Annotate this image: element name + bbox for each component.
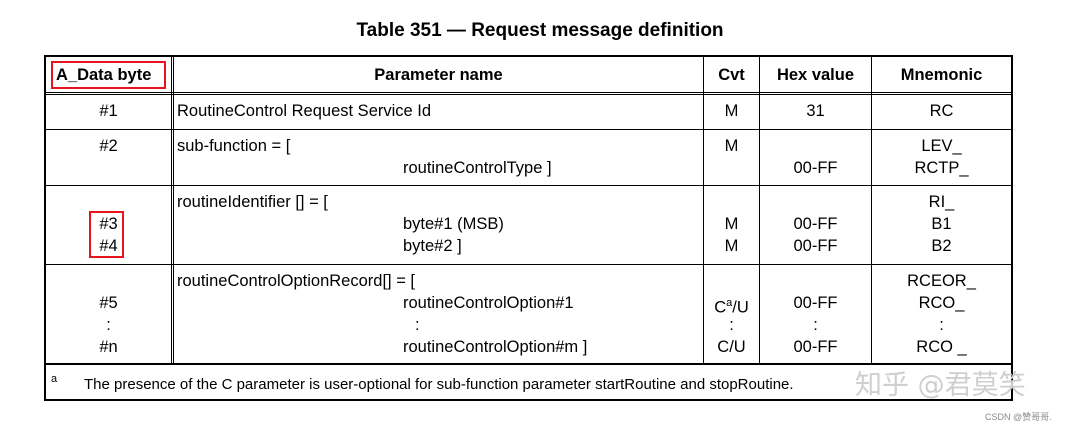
header-mnemonic: Mnemonic [900, 66, 983, 84]
row-divider-2 [46, 185, 1011, 186]
row4-cvt-dots: : [729, 316, 734, 334]
row2-cvt: M [724, 137, 739, 155]
row4-cvt5-suffix: /U [732, 298, 749, 317]
row4-byte-dots: : [106, 316, 111, 334]
row4-hex5: 00-FF [793, 294, 838, 312]
col-divider-1 [171, 57, 172, 363]
footnote-divider [46, 363, 1011, 365]
table-title: Table 351 — Request message definition [356, 20, 724, 41]
row4-mnemonic-line3: RCO _ [916, 338, 967, 356]
row2-byte: #2 [99, 137, 118, 155]
header-parameter-name: Parameter name [374, 66, 503, 84]
row4-cvt5-base: C [714, 298, 727, 317]
row4-cvt5: Ca/U [704, 293, 759, 318]
col-divider-3 [759, 57, 760, 363]
row4-byte5: #5 [99, 294, 118, 312]
highlight-box-byte3-4 [89, 211, 124, 258]
footnote-text: The presence of the C parameter is user-… [84, 376, 794, 393]
row4-mnemonic-line2: RCO_ [918, 294, 965, 312]
message-definition-table: A_Data byte Parameter name Cvt Hex value… [44, 55, 1013, 401]
row2-param-line2: routineControlType ] [403, 159, 552, 177]
row3-mnemonic-line2: B1 [931, 215, 952, 233]
row3-hex3: 00-FF [793, 215, 838, 233]
row2-mnemonic-line1: LEV_ [921, 137, 962, 155]
row3-param-line3: byte#2 ] [403, 237, 462, 255]
row4-mnemonic-dots: : [939, 316, 944, 334]
row3-cvt3: M [724, 215, 739, 233]
highlight-box-data-byte [51, 61, 166, 89]
row4-param-dots: : [415, 316, 420, 334]
watermark-zhihu: 知乎 @君莫笑 [855, 370, 1026, 401]
header-hex-value: Hex value [776, 66, 855, 84]
header-divider [46, 92, 1011, 93]
col-divider-1-double [173, 57, 174, 363]
row1-byte: #1 [99, 102, 118, 120]
row3-cvt4: M [724, 237, 739, 255]
row1-hex: 31 [806, 102, 825, 120]
row4-byte-n: #n [99, 338, 118, 356]
row3-param-line1: routineIdentifier [] = [ [177, 193, 328, 211]
footnote-reference: a [726, 297, 733, 309]
row4-hex-dots: : [813, 316, 818, 334]
watermark-csdn: CSDN @赞哥哥. [985, 412, 1052, 422]
row4-cvt-n: C/U [717, 338, 746, 356]
col-divider-2 [703, 57, 704, 363]
row1-cvt: M [724, 102, 739, 120]
footnote-marker: a [51, 373, 58, 385]
header-data-byte: A_Data byte [56, 66, 152, 84]
header-cvt: Cvt [718, 66, 745, 84]
row3-hex4: 00-FF [793, 237, 838, 255]
row3-byte4: #4 [99, 237, 118, 255]
row-divider-1 [46, 129, 1011, 130]
header-divider-double [46, 94, 1011, 95]
row2-hex: 00-FF [793, 159, 838, 177]
row4-param-line2: routineControlOption#1 [403, 294, 574, 312]
col-divider-4 [871, 57, 872, 363]
row3-mnemonic-line1: RI_ [928, 193, 955, 211]
row2-param-line1: sub-function = [ [177, 137, 291, 155]
row4-param-line3: routineControlOption#m ] [403, 338, 588, 356]
row3-byte3: #3 [99, 215, 118, 233]
row1-mnemonic: RC [929, 102, 954, 120]
row4-mnemonic-line1: RCEOR_ [907, 272, 976, 290]
row4-param-line1: routineControlOptionRecord[] = [ [177, 272, 416, 290]
row2-mnemonic-line2: RCTP_ [914, 159, 969, 177]
row4-hex-n: 00-FF [793, 338, 838, 356]
row1-param: RoutineControl Request Service Id [177, 102, 432, 120]
row-divider-3 [46, 264, 1011, 265]
row3-mnemonic-line3: B2 [931, 237, 952, 255]
row3-param-line2: byte#1 (MSB) [403, 215, 504, 233]
